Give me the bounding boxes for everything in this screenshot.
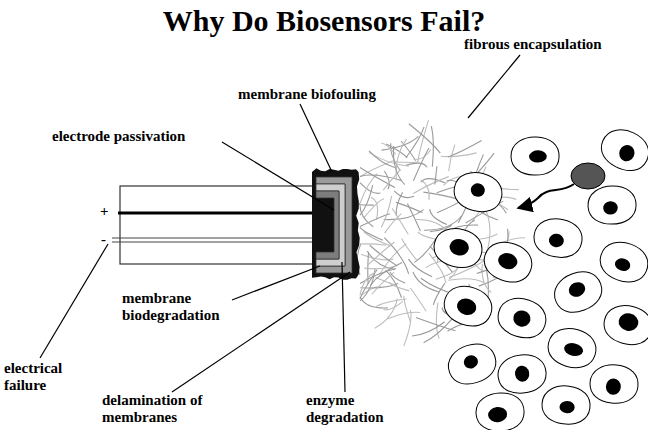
part-label: enzyme degradation [306, 392, 406, 426]
leader-lines [40, 55, 520, 392]
part-label: delamination of membranes [102, 392, 214, 426]
diagram-title: Why Do Biosensors Fail? [0, 4, 648, 38]
part-label: membrane biofouling [238, 86, 408, 103]
part-label: electrical failure [4, 360, 86, 394]
terminal-sign: - [101, 231, 115, 248]
macrophage [518, 163, 605, 208]
biofouling-coating [312, 168, 360, 279]
tissue-cells [431, 123, 648, 430]
terminal-sign: + [100, 203, 114, 220]
part-label: electrode passivation [52, 128, 227, 145]
sensor-body [112, 168, 360, 279]
part-label: membrane biodegradation [122, 290, 240, 324]
part-label: fibrous encapsulation [464, 36, 644, 53]
